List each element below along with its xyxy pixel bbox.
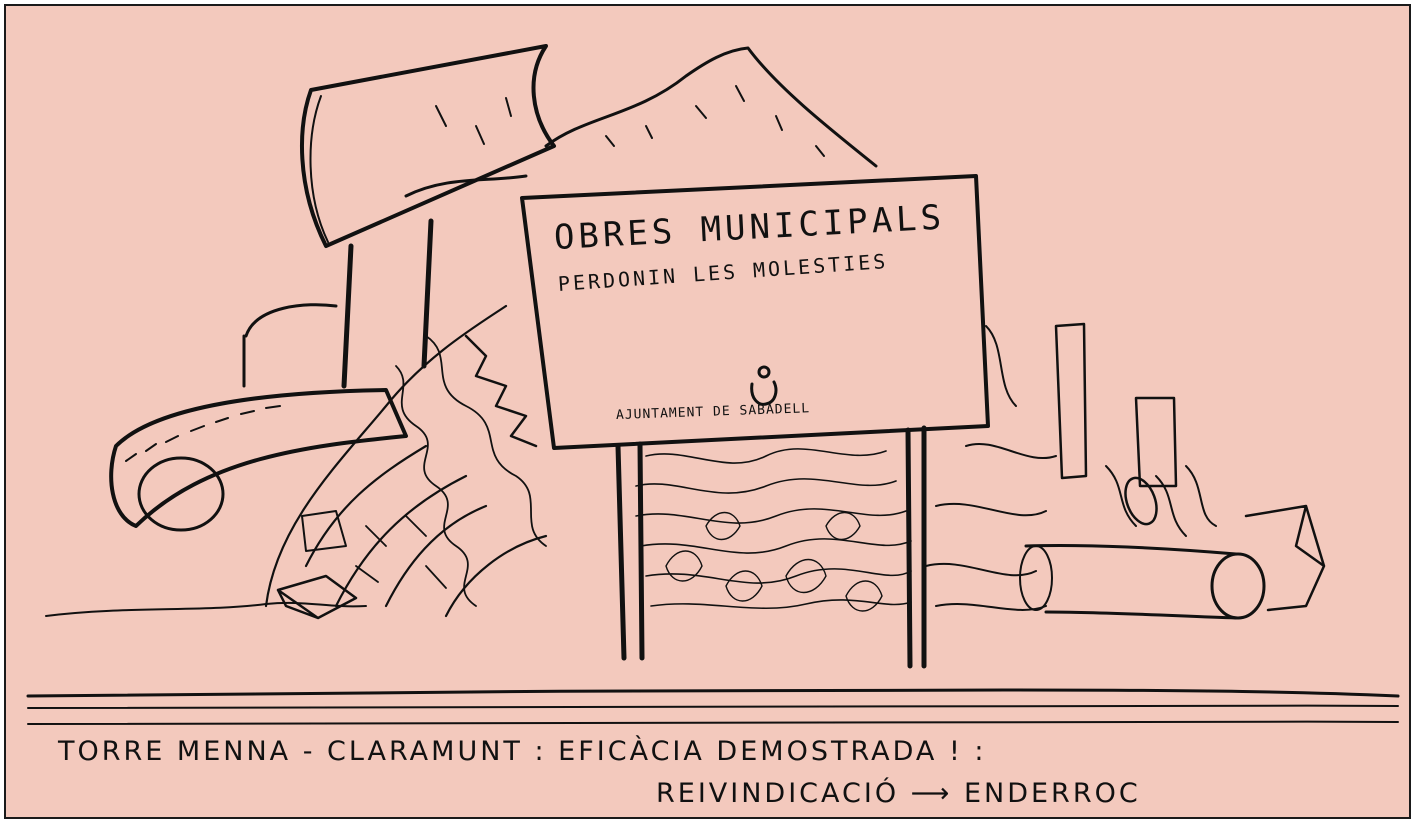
rubble-scene-drawing [26, 44, 1400, 725]
caption-line-2: REIVINDICACIÓ ⟶ ENDERROC [656, 778, 1141, 809]
cartoon-panel: OBRES MUNICIPALS PERDONIN LES MOLESTIES … [4, 4, 1411, 819]
caption-line-1: TORRE MENNA - CLARAMUNT : EFICÀCIA DEMOS… [58, 736, 987, 767]
city-crest-icon [750, 365, 778, 406]
